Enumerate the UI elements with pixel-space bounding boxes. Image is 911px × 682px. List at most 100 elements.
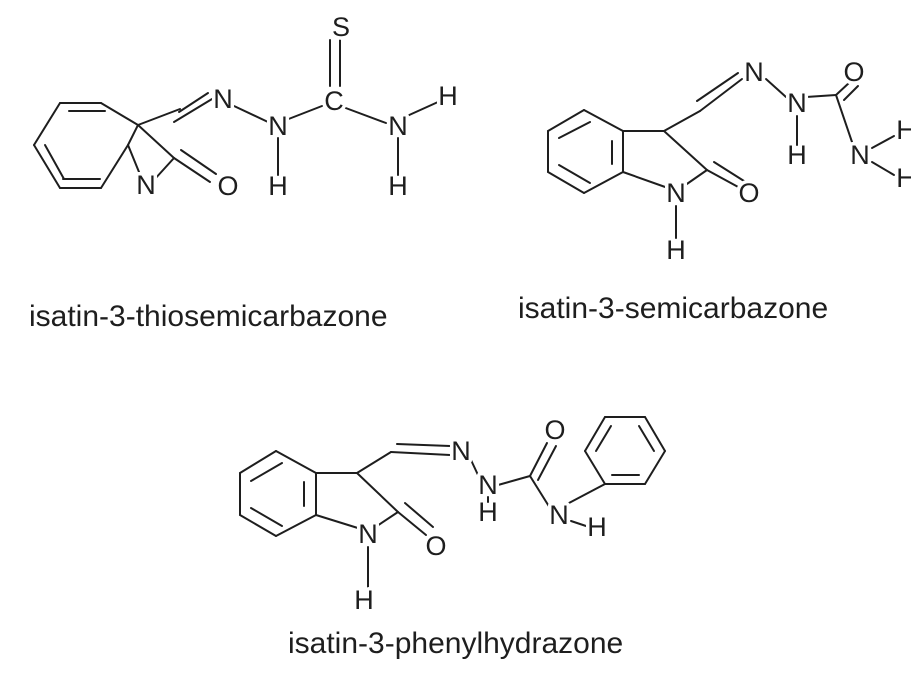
caption-phenylhydrazone: isatin-3-phenylhydrazone — [288, 627, 624, 660]
bond — [250, 507, 283, 527]
bond — [584, 450, 606, 485]
bond — [706, 169, 741, 189]
atom-label: S — [332, 12, 350, 42]
bond — [713, 161, 745, 182]
atom-label: O — [544, 415, 565, 445]
bond — [558, 121, 591, 139]
caption-semicarbazone: isatin-3-semicarbazone — [518, 292, 829, 325]
bond — [570, 520, 590, 528]
atom-label: H — [388, 171, 408, 201]
bond — [595, 425, 612, 452]
atom-label: H — [354, 585, 374, 615]
bond — [376, 511, 399, 527]
bond — [44, 144, 65, 180]
bond — [583, 109, 624, 132]
bond — [342, 106, 387, 124]
atom-label: O — [217, 171, 238, 201]
bonds-thiosemicarbazone — [33, 39, 439, 189]
atom-label: O — [843, 57, 864, 87]
bond — [529, 442, 548, 477]
bond — [153, 157, 175, 181]
bonds-phenylhydrazone — [239, 416, 666, 588]
bonds-semicarbazone — [547, 72, 895, 239]
atom-label: N — [213, 84, 233, 114]
bond — [100, 102, 139, 126]
bond — [356, 472, 399, 513]
bond — [239, 450, 277, 474]
atom-label: N — [850, 140, 870, 170]
bond — [583, 171, 624, 194]
atom-label: H — [268, 171, 288, 201]
bond — [835, 94, 853, 143]
bond — [396, 443, 451, 447]
atom-label: H — [787, 140, 807, 170]
bond — [871, 161, 895, 176]
bond — [100, 144, 129, 189]
bond — [239, 514, 277, 537]
bond — [173, 98, 213, 123]
bond — [663, 130, 708, 171]
bond — [805, 94, 837, 98]
bond — [390, 451, 451, 456]
atom-label: O — [738, 178, 759, 208]
atom-label: N — [744, 57, 764, 87]
atom-label: H — [896, 115, 911, 145]
atom-label: N — [666, 178, 686, 208]
bond — [33, 102, 61, 146]
bond — [404, 502, 434, 528]
atom-label: H — [587, 512, 607, 542]
bond — [584, 416, 606, 452]
atom-label: H — [438, 81, 458, 111]
atom-label: N — [358, 519, 378, 549]
bond — [356, 451, 392, 474]
bond — [558, 164, 591, 184]
bond — [173, 157, 211, 183]
atom-label: H — [478, 497, 498, 527]
bond — [644, 450, 666, 485]
bond — [33, 144, 61, 189]
atom-label: N — [478, 470, 498, 500]
bond — [275, 450, 317, 474]
atom-label: C — [324, 86, 344, 116]
bond — [622, 171, 669, 189]
bond — [529, 475, 551, 509]
bond — [547, 109, 585, 132]
bond — [180, 149, 217, 175]
bond — [537, 445, 557, 481]
bond — [397, 511, 427, 536]
bond — [127, 124, 139, 146]
bond — [696, 72, 739, 102]
bond — [233, 105, 269, 123]
bond — [275, 514, 317, 537]
atom-label: N — [388, 111, 408, 141]
bond — [250, 462, 283, 482]
bond — [315, 514, 362, 530]
atom-label: N — [268, 111, 288, 141]
bond — [765, 78, 787, 98]
bond — [547, 171, 585, 194]
atom-label: N — [787, 88, 807, 118]
bond — [497, 475, 531, 486]
atom-label: O — [425, 531, 446, 561]
bond — [406, 101, 439, 117]
atom-label: H — [896, 163, 911, 193]
bond — [470, 459, 479, 476]
bond — [663, 110, 701, 132]
bond — [638, 425, 655, 452]
bond — [871, 135, 895, 149]
bond — [644, 416, 666, 452]
bond — [285, 105, 323, 121]
bond — [137, 124, 175, 159]
atom-label: N — [549, 500, 569, 530]
bond — [843, 85, 859, 101]
bond — [699, 78, 743, 112]
atom-label: N — [451, 436, 471, 466]
atom-label: H — [666, 235, 686, 265]
bond — [178, 92, 209, 113]
caption-thiosemicarbazone: isatin-3-thiosemicarbazone — [29, 300, 388, 333]
